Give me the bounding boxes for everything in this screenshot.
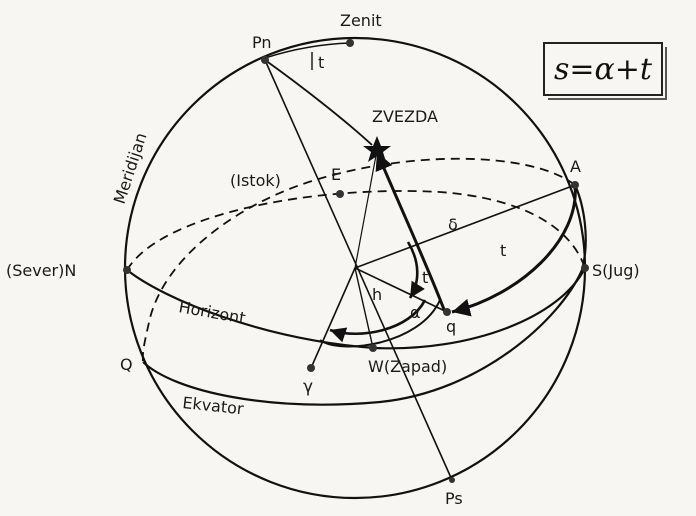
- formula-text: s=α+t: [554, 52, 652, 87]
- formula-box: s=α+t: [543, 42, 663, 96]
- hour-angle-arc: [452, 185, 575, 312]
- equator-back-arc: [143, 159, 575, 362]
- gamma-point: [307, 364, 315, 372]
- label-alpha: α: [410, 303, 421, 322]
- center-to-q-line: [355, 268, 447, 312]
- center-to-gamma-line: [311, 268, 355, 368]
- label-h: h: [372, 285, 382, 304]
- label-zenit: Zenit: [340, 11, 382, 30]
- hour-circle-arc: [265, 60, 372, 145]
- center-to-a-line: [355, 185, 575, 268]
- point-a: [571, 181, 579, 189]
- angle-t-arc: [408, 242, 417, 298]
- label-zapad: W(Zapad): [368, 357, 447, 376]
- label-zvezda: ZVEZDA: [372, 107, 438, 126]
- label-istok: (Istok): [230, 171, 281, 190]
- zenith-point: [346, 39, 354, 47]
- label-e: E: [331, 165, 341, 184]
- label-delta: δ: [448, 215, 458, 234]
- label-q-big: Q: [120, 355, 133, 374]
- label-horizont: Horizont: [177, 297, 247, 327]
- south-point: [581, 264, 589, 272]
- label-gamma: γ: [303, 377, 313, 397]
- label-pn: Pn: [252, 33, 272, 52]
- label-meridijan: Meridijan: [110, 130, 151, 206]
- label-t-right: t: [500, 241, 506, 260]
- label-sever: (Sever)N: [6, 261, 76, 280]
- label-jug: S(Jug): [592, 261, 640, 280]
- pole-south-point: [449, 477, 455, 483]
- label-a: A: [570, 157, 581, 176]
- label-t-top: t: [318, 53, 324, 72]
- label-t-center: t: [422, 268, 428, 287]
- west-point: [369, 344, 377, 352]
- pole-north-point: [261, 56, 269, 64]
- center-to-w-line: [355, 268, 373, 348]
- east-point: [336, 190, 344, 198]
- north-point: [123, 266, 131, 274]
- declination-arc: [377, 152, 445, 312]
- label-q-small: q: [446, 317, 456, 336]
- label-ps: Ps: [445, 489, 463, 508]
- horizon-back-arc: [127, 191, 585, 270]
- point-q: [443, 308, 451, 316]
